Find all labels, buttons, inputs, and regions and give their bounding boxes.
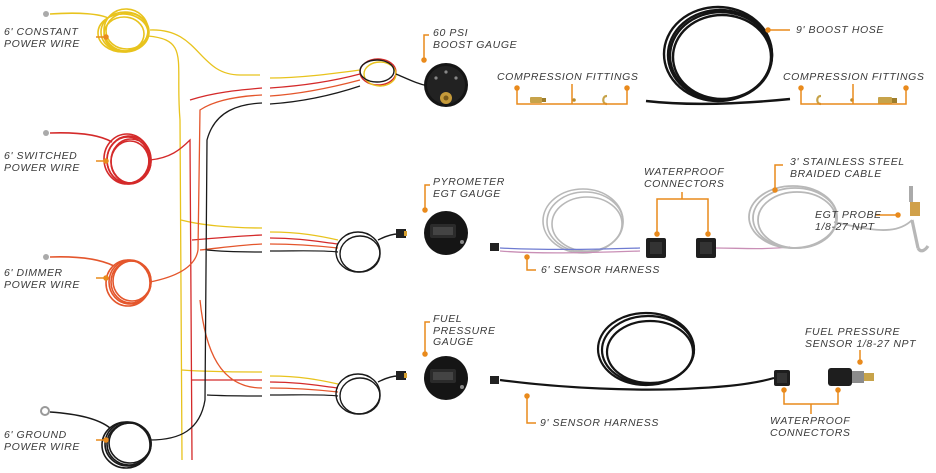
ground-power-wire-label: 6' GROUND POWER WIRE [4, 429, 80, 453]
braided-cable-label: 3' STAINLESS STEEL BRAIDED CABLE [790, 156, 905, 180]
pyrometer-plug-pin [404, 231, 407, 236]
fuel-gauge-harness [269, 373, 399, 415]
fuel-plug-pin [404, 373, 407, 378]
fuel-pressure-sensor [852, 371, 874, 383]
constant-power-wire-coil [49, 8, 150, 53]
pyrometer-gauge-label: PYROMETER EGT GAUGE [433, 176, 505, 200]
switched-power-wire-label: 6' SWITCHED POWER WIRE [4, 150, 80, 174]
constant-wire-terminal [43, 11, 49, 17]
compression-fittings-left-label: COMPRESSION FITTINGS [497, 71, 639, 83]
fuel-pressure-gauge [424, 356, 468, 400]
constant-power-wire-label: 6' CONSTANT POWER WIRE [4, 26, 80, 50]
fuel-sensor-line1: FUEL PRESSURE [805, 326, 901, 338]
boost-gauge-label: 60 PSI BOOST GAUGE [433, 27, 518, 51]
egt-waterproof-connectors-label: WATERPROOF CONNECTORS [644, 166, 725, 190]
switched-wire-terminal [43, 130, 49, 136]
fuel-sensor-harness-label: 9' SENSOR HARNESS [540, 417, 659, 429]
fuel-harness-end [490, 376, 499, 384]
egt-probe-line2: 1/8-27 NPT [815, 220, 875, 233]
egt-probe [909, 186, 930, 253]
dimmer-wire-terminal [43, 254, 49, 260]
compression-fittings-left [530, 94, 608, 106]
egt-waterproof-line2: CONNECTORS [644, 177, 725, 190]
fuel-waterproof-line1: WATERPROOF [770, 415, 851, 427]
boost-hose-label: 9' BOOST HOSE [796, 24, 884, 36]
pyrometer-plug [396, 229, 406, 238]
pyrometer-harness-end [490, 243, 499, 251]
fuel-gauge-line3: GAUGE [433, 336, 474, 348]
braided-line2: BRAIDED CABLE [790, 167, 882, 180]
fuel-sensor-line2: SENSOR 1/8-27 NPT [805, 337, 917, 350]
ground-label-line1: 6' GROUND [4, 429, 67, 441]
fuel-gauge-line1: FUEL [433, 313, 463, 325]
egt-waterproof-connectors [646, 238, 716, 258]
boost-gauge-line2: BOOST GAUGE [433, 38, 518, 51]
fuel-gauge-line2: PRESSURE [433, 324, 496, 337]
fuel-pressure-gauge-label: FUEL PRESSURE GAUGE [433, 313, 496, 349]
braided-line1: 3' STAINLESS STEEL [790, 156, 905, 168]
switched-label-line2: POWER WIRE [4, 161, 80, 174]
pyrometer-gauge [424, 211, 468, 255]
egt-sensor-harness-label: 6' SENSOR HARNESS [541, 264, 660, 276]
boost-gauge [424, 63, 468, 107]
power-wire-bundle [147, 29, 263, 461]
dimmer-label-line2: POWER WIRE [4, 278, 80, 291]
constant-label-line2: POWER WIRE [4, 37, 80, 50]
ground-power-wire-coil [49, 411, 152, 469]
egt-braided-cable [715, 185, 913, 250]
constant-label-line1: 6' CONSTANT [4, 26, 79, 38]
callout-lines [96, 27, 909, 443]
fuel-waterproof-line2: CONNECTORS [770, 426, 851, 439]
switched-label-line1: 6' SWITCHED [4, 150, 78, 162]
egt-waterproof-line1: WATERPROOF [644, 166, 725, 178]
boost-gauge-line1: 60 PSI [433, 27, 469, 39]
dimmer-power-wire-label: 6' DIMMER POWER WIRE [4, 267, 80, 291]
fuel-pressure-sensor-label: FUEL PRESSURE SENSOR 1/8-27 NPT [805, 326, 917, 350]
compression-fittings-right [816, 94, 897, 106]
fuel-sensor-harness-coil [499, 311, 775, 391]
fuel-waterproof-connectors-label: WATERPROOF CONNECTORS [770, 415, 851, 439]
ground-label-line2: POWER WIRE [4, 440, 80, 453]
boost-gauge-harness [269, 58, 429, 105]
ground-ring-terminal [40, 406, 50, 416]
egt-sensor-harness-coil [499, 188, 641, 254]
fuel-waterproof-connectors [774, 368, 852, 386]
pyrometer-line2: EGT GAUGE [433, 187, 501, 200]
boost-hose-coil [645, 5, 791, 106]
egt-probe-line1: EGT PROBE [815, 209, 882, 221]
compression-fittings-right-label: COMPRESSION FITTINGS [783, 71, 925, 83]
egt-probe-label: EGT PROBE 1/8-27 NPT [815, 209, 882, 233]
dimmer-label-line1: 6' DIMMER [4, 267, 63, 279]
pyrometer-line1: PYROMETER [433, 176, 505, 188]
fuel-plug [396, 371, 406, 380]
pyrometer-harness [269, 231, 399, 273]
